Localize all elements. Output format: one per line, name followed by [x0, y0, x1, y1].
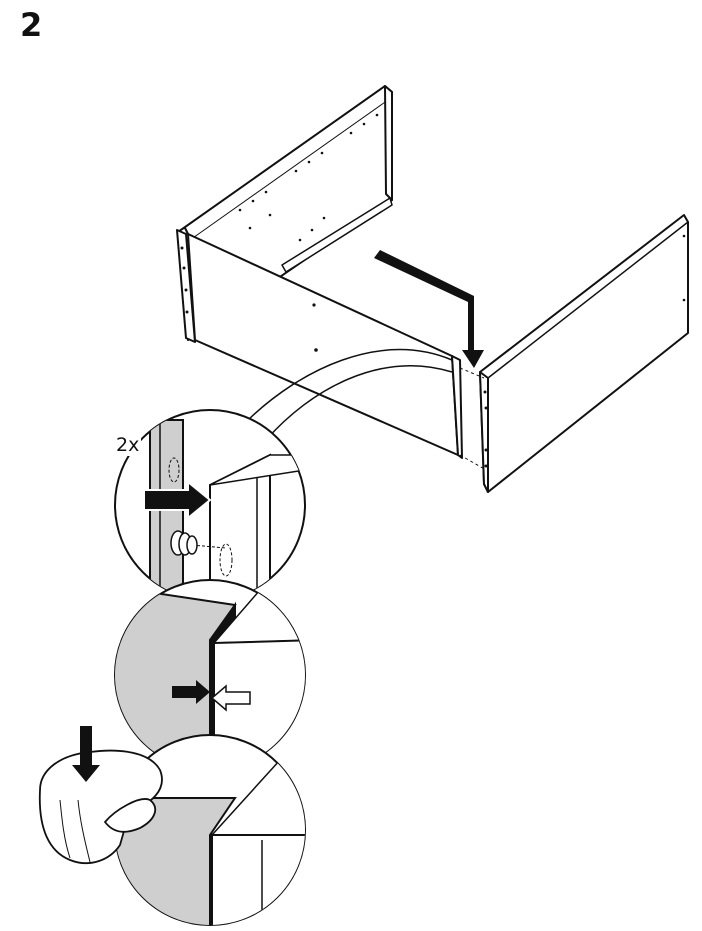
callout-lines	[247, 348, 453, 441]
quantity-label: 2x	[114, 434, 142, 456]
end-panel	[479, 214, 689, 493]
detail-circle-1	[114, 409, 306, 601]
dowel-icon	[170, 530, 198, 556]
push-arrow-icon	[172, 680, 210, 704]
down-arrow-icon	[72, 726, 100, 782]
push-arrow-icon	[143, 479, 212, 521]
detail-circle-2	[114, 579, 306, 771]
outline-arrow-icon	[210, 684, 251, 712]
step-number: 2	[20, 6, 43, 44]
back-panel-holes	[180, 113, 686, 468]
drawer-frame	[176, 85, 689, 493]
left-side-panel	[176, 229, 196, 343]
down-arrow-icon	[374, 250, 484, 368]
